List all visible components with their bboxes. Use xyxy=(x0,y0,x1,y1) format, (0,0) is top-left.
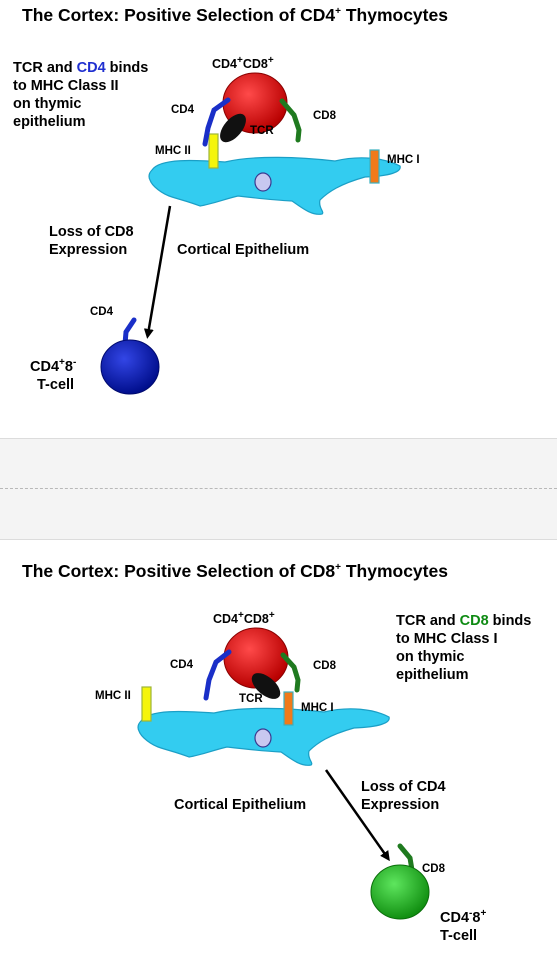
mhc2-molecule xyxy=(208,133,219,169)
slide-cd4-selection: The Cortex: Positive Selection of CD4+ T… xyxy=(0,0,557,438)
label-mhc2: MHC II xyxy=(155,145,191,157)
cortical-epithelium-cell xyxy=(148,156,401,215)
label-mhc2: MHC II xyxy=(95,690,131,702)
label-mhc1: MHC I xyxy=(301,702,334,714)
loss-arrow xyxy=(324,769,390,862)
label-mhc1: MHC I xyxy=(387,154,420,166)
diagram-cd4-selection xyxy=(100,72,401,395)
label-tcr: TCR xyxy=(250,125,274,137)
cd4-receptor xyxy=(202,97,231,147)
cd4-single-positive-cell xyxy=(100,339,160,395)
binding-note: TCR and CD4 binds to MHC Class II on thy… xyxy=(13,60,149,130)
binding-note: TCR and CD8 binds to MHC Class I on thym… xyxy=(396,613,532,683)
loss-arrow xyxy=(143,205,172,339)
result-label-cd8: CD8 xyxy=(422,863,446,875)
label-tcr: TCR xyxy=(239,693,263,705)
slide-separator xyxy=(0,438,557,540)
cell-label-cd4cd8: CD4+CD8+ xyxy=(212,54,274,71)
mhc1-molecule xyxy=(369,149,380,184)
slide-cd8-selection: The Cortex: Positive Selection of CD8+ T… xyxy=(0,540,557,958)
tcr-receptor xyxy=(251,673,281,699)
slide-title: The Cortex: Positive Selection of CD8+ T… xyxy=(22,561,448,581)
cd8-receptor xyxy=(280,652,301,693)
cd8-receptor xyxy=(279,98,302,143)
tcr-receptor xyxy=(220,113,246,143)
epithelium-nucleus xyxy=(254,728,272,748)
label-cd4: CD4 xyxy=(171,104,195,116)
cortical-epithelium-label: Cortical Epithelium xyxy=(174,797,307,813)
result-cell-label: CD4-8+ T-cell xyxy=(440,908,487,944)
slide-title: The Cortex: Positive Selection of CD4+ T… xyxy=(22,5,448,25)
loss-label: Loss of CD4 Expression xyxy=(361,779,446,813)
diagram-cd8-selection xyxy=(137,627,430,920)
separator-line xyxy=(0,488,557,489)
label-cd8: CD8 xyxy=(313,110,337,122)
label-cd4: CD4 xyxy=(170,659,194,671)
loss-label: Loss of CD8 Expression xyxy=(49,224,134,258)
result-label-cd4: CD4 xyxy=(90,306,114,318)
cd8-single-positive-cell xyxy=(370,864,430,920)
mhc1-molecule xyxy=(283,691,294,726)
epithelium-nucleus xyxy=(254,172,272,192)
cd4-receptor xyxy=(203,649,232,701)
label-cd8: CD8 xyxy=(313,660,337,672)
cell-label-cd4cd8: CD4+CD8+ xyxy=(213,609,275,626)
result-cell-label: CD4+8- T-cell xyxy=(30,357,77,393)
cortical-epithelium-label: Cortical Epithelium xyxy=(177,242,310,258)
mhc2-molecule xyxy=(141,686,152,722)
result-cd8-receptor xyxy=(397,843,415,873)
